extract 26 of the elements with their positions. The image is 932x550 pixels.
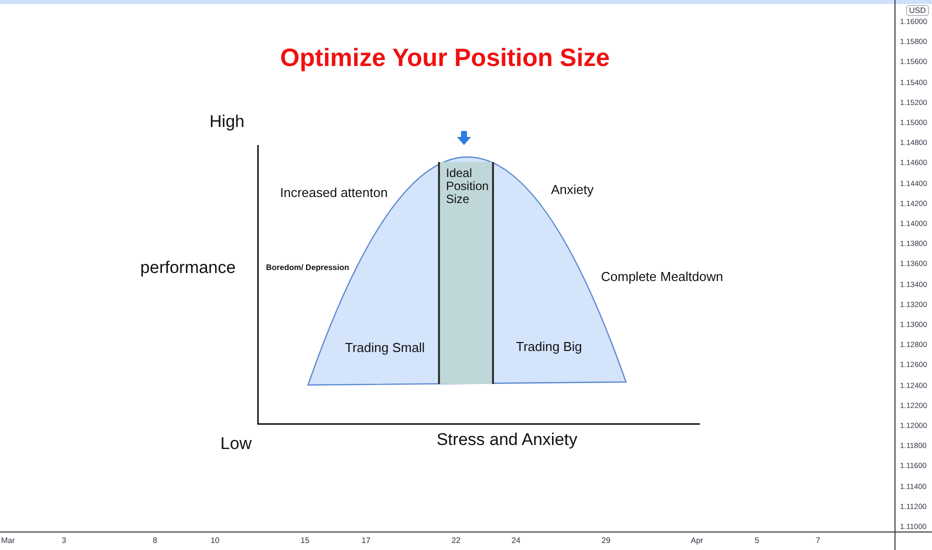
- date-tick-label: 29: [602, 536, 610, 545]
- date-tick-label: 10: [210, 536, 220, 545]
- date-tick-label: 17: [362, 536, 370, 545]
- date-tick-label: 15: [300, 536, 310, 545]
- date-tick-label: Mar: [1, 536, 15, 545]
- zone-label: Increased attenton: [280, 185, 388, 200]
- region-label: Trading Big: [516, 339, 582, 354]
- axis-title: Stress and Anxiety: [436, 430, 578, 450]
- zone-label: Boredom/ Depression: [266, 263, 350, 272]
- ideal-zone-band: [438, 162, 494, 384]
- axis-title: performance: [140, 258, 236, 278]
- currency-tag: USD: [906, 5, 929, 16]
- date-tick-label: 8: [152, 536, 158, 545]
- zone-label: Anxiety: [551, 182, 594, 197]
- region-label: Trading Small: [345, 340, 425, 355]
- date-tick-label: 24: [512, 536, 520, 545]
- chart-title: Optimize Your Position Size: [280, 44, 610, 73]
- band-label: Ideal Position Size: [445, 165, 490, 206]
- axis-end-label: Low: [220, 434, 252, 454]
- date-tick-label: 5: [754, 536, 760, 545]
- date-tick-label: 3: [62, 536, 66, 545]
- axis-end-label: High: [210, 112, 244, 132]
- zone-label: Complete Mealtdown: [601, 269, 724, 284]
- date-tick-label: 7: [816, 536, 820, 545]
- date-tick-label: 22: [452, 536, 460, 545]
- date-tick-label: Apr: [690, 536, 704, 545]
